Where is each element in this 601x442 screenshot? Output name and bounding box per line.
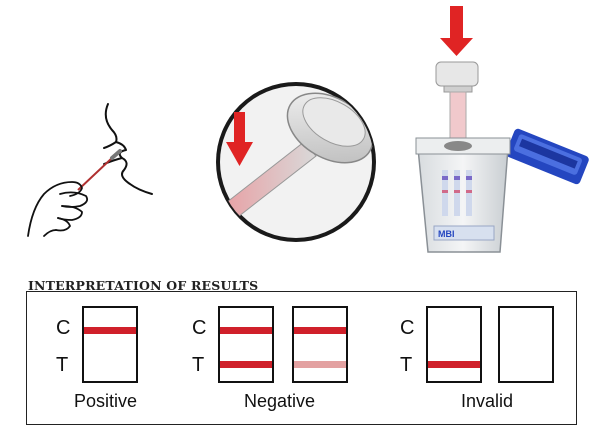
control-label: C — [400, 317, 415, 339]
control-band — [84, 327, 136, 334]
results-panel — [26, 291, 577, 425]
swab-stick — [77, 157, 113, 191]
caption-positive: Positive — [74, 391, 138, 411]
magnified-swab-illustration — [216, 82, 376, 242]
control-band — [220, 327, 272, 334]
test-label: T — [400, 354, 413, 376]
hand — [27, 181, 89, 237]
test-device-illustration: MBI — [415, 6, 589, 253]
faint-test-band — [294, 361, 346, 368]
control-label: C — [192, 317, 207, 339]
caption-invalid: Invalid — [461, 391, 514, 411]
section-title: INTERPRETATION OF RESULTS — [28, 278, 259, 293]
control-band — [294, 327, 346, 334]
test-band — [220, 361, 272, 368]
blue-lid — [505, 128, 589, 185]
result-strip-invalid-1 — [426, 306, 482, 383]
result-strip-negative-1 — [218, 306, 274, 383]
test-label: T — [56, 354, 69, 376]
result-strip-negative-2 — [292, 306, 348, 383]
result-strip-invalid-2 — [498, 306, 554, 383]
down-arrow-icon — [226, 112, 253, 166]
result-strip-positive — [82, 306, 138, 383]
test-band — [428, 361, 480, 368]
device-brand-text: MBI — [438, 229, 455, 239]
control-label: C — [56, 317, 71, 339]
test-label: T — [192, 354, 205, 376]
caption-negative: Negative — [244, 391, 316, 411]
down-arrow-icon — [440, 6, 473, 56]
swab-mouth-illustration — [27, 103, 153, 237]
